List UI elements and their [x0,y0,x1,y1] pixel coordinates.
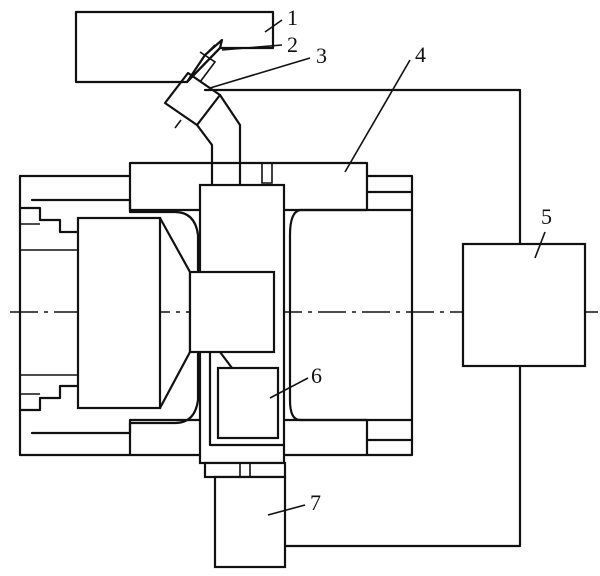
leader-7 [267,504,306,516]
chuck-face [76,216,162,410]
leader-6 [269,377,309,399]
part-3-probe [199,51,217,83]
part-2-blade [185,38,224,84]
chuck-cone [158,216,192,410]
part-3-arm-right [218,93,242,187]
part-5-box [461,242,587,368]
shaft-hub [188,270,276,354]
callout-7: 7 [310,490,321,515]
wire-5-to-7 [283,364,522,548]
callout-5: 5 [541,204,552,229]
callout-4: 4 [415,42,426,67]
housing-right [365,174,414,457]
callout-3: 3 [316,43,327,68]
wire-3-to-5 [203,88,522,246]
leader-1 [264,19,283,33]
part-6-block [216,366,280,440]
part-1-block [74,10,275,84]
right-cavity [288,208,414,422]
part-4-notch [261,163,273,184]
part-3-sensor-head [163,71,222,127]
column-chamfer [218,350,234,370]
leader-3 [209,57,311,89]
leader-5 [534,231,546,259]
leader-4 [344,59,411,173]
leader-2 [221,44,283,51]
callout-6: 6 [311,363,322,388]
chuck-lower-steps [18,384,80,412]
column-inner-groove [208,350,286,447]
part-3-stub [174,119,182,129]
part-2-edge [207,44,216,53]
callout-2: 2 [287,32,298,57]
chuck-upper-steps [18,206,80,234]
callout-1: 1 [287,5,298,30]
part-7-block [213,475,287,569]
connector-dividers [239,463,251,477]
part-3-arm-left [195,123,214,187]
connector-strip [203,461,287,479]
